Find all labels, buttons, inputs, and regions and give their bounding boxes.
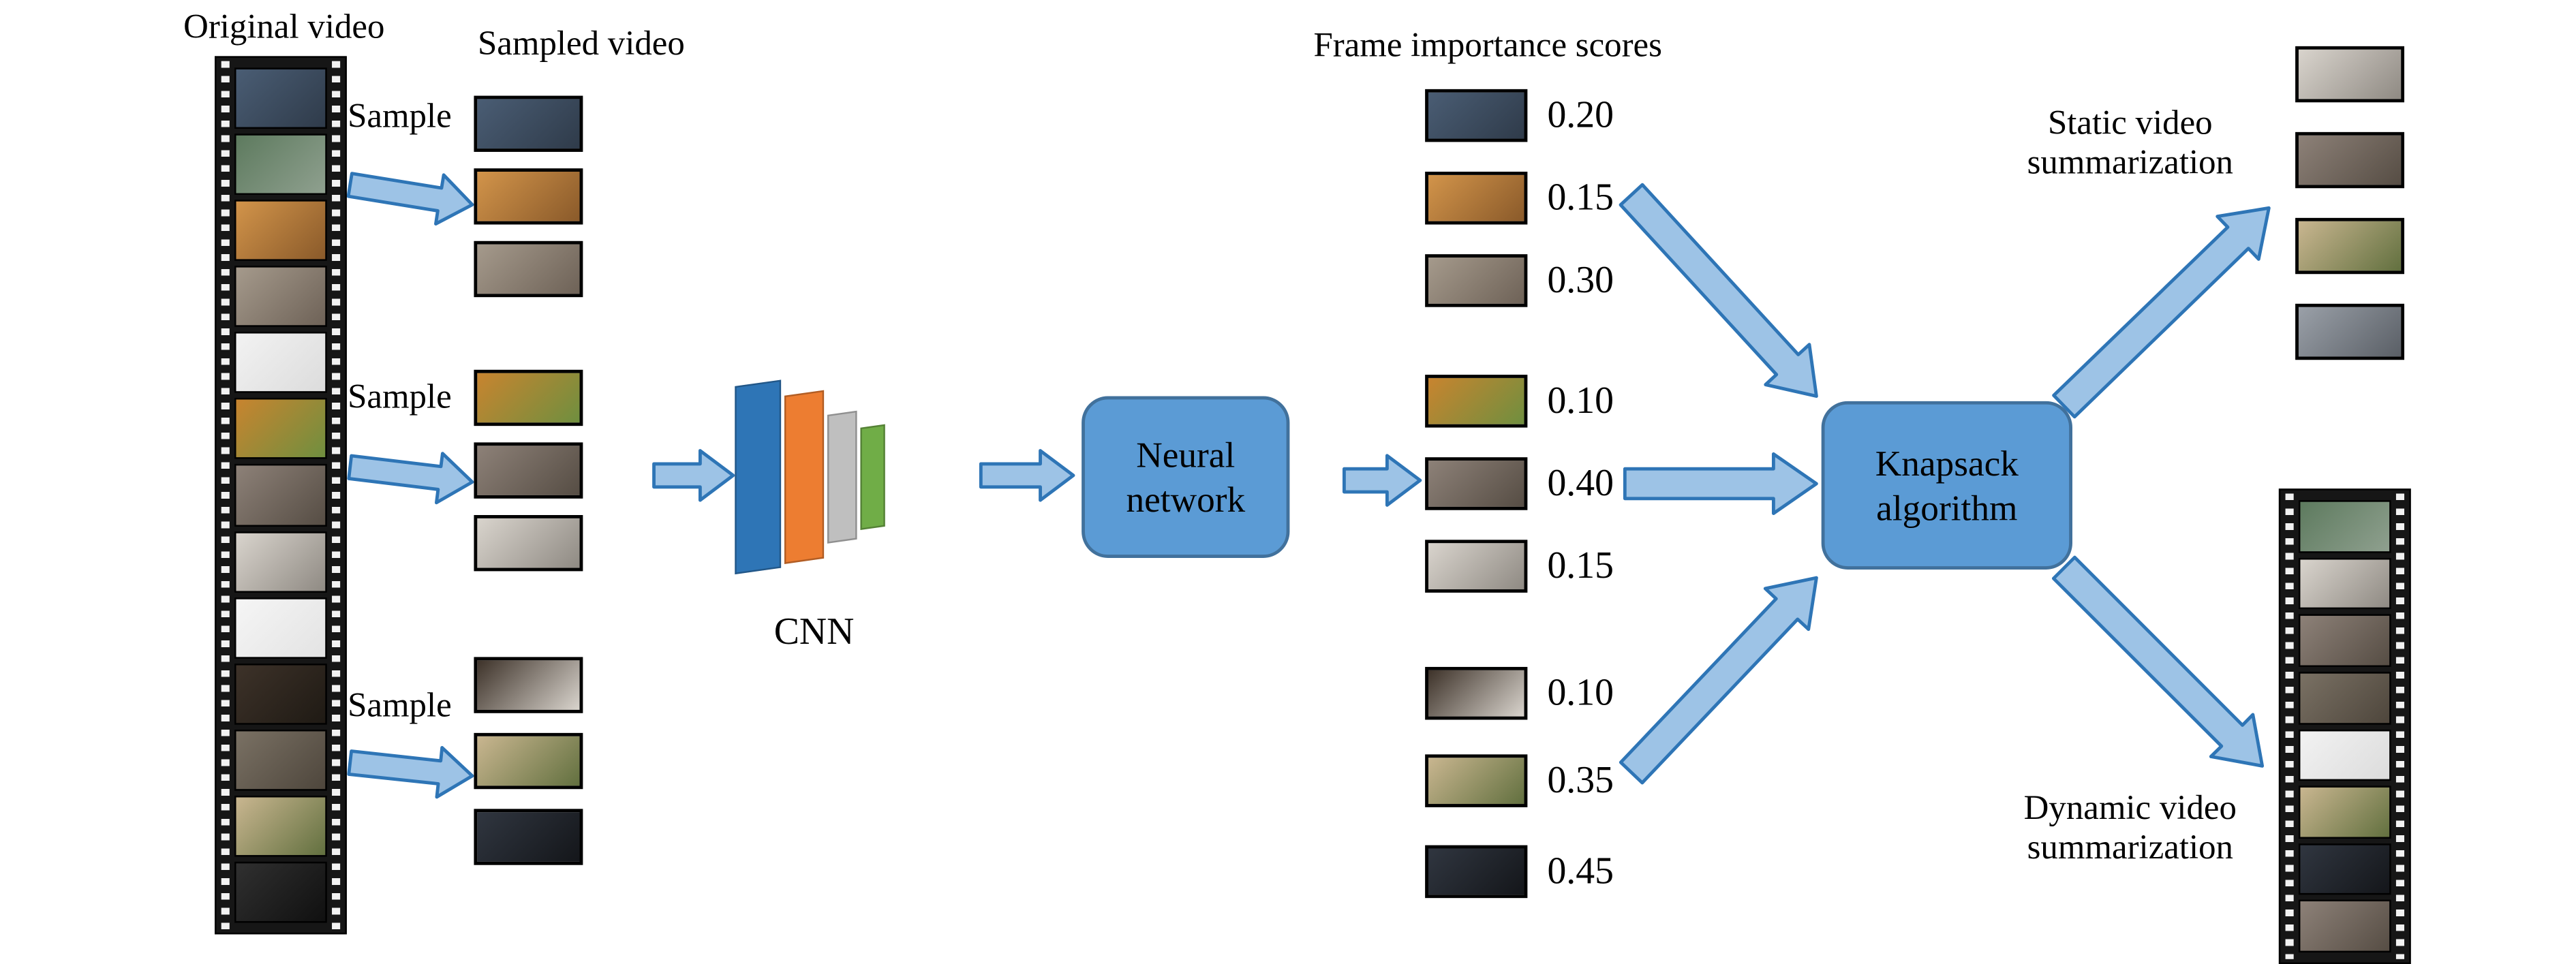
importance-score: 0.30 (1547, 259, 1614, 301)
static-summary-frames (2295, 46, 2405, 360)
video-frame (474, 442, 583, 499)
video-frame (2298, 900, 2391, 953)
importance-score: 0.40 (1547, 462, 1614, 504)
video-frame (1425, 845, 1528, 899)
flow-arrow (652, 449, 735, 502)
score-row: 0.45 (1425, 845, 1614, 899)
video-frame (1425, 754, 1528, 807)
video-frame (1425, 375, 1528, 428)
score-row: 0.15 (1425, 172, 1614, 225)
video-frame (474, 515, 583, 572)
video-frame (1425, 254, 1528, 307)
score-row: 0.20 (1425, 89, 1614, 142)
neural-network-box: Neural network (1082, 396, 1290, 559)
cnn-label: CNN (773, 610, 855, 653)
video-frame (1425, 89, 1528, 142)
video-frame (2298, 500, 2391, 553)
knapsack-algorithm-box: Knapsack algorithm (1821, 401, 2072, 570)
video-frame (2298, 728, 2391, 781)
video-frame (234, 266, 327, 328)
video-frame (234, 465, 327, 526)
cnn-layer-2 (784, 390, 825, 564)
importance-score: 0.15 (1547, 176, 1614, 218)
cnn-layer-4 (860, 424, 885, 530)
score-row: 0.35 (1425, 754, 1614, 807)
sample-label-1: Sample (348, 95, 452, 136)
score-row: 0.15 (1425, 540, 1614, 593)
video-frame (474, 732, 583, 790)
original-video-filmstrip (215, 56, 347, 935)
score-row: 0.10 (1425, 666, 1614, 720)
flow-arrow (1623, 452, 1818, 516)
static-summary-label: Static video summarization (2027, 102, 2234, 182)
video-frame (2298, 671, 2391, 724)
importance-score: 0.20 (1547, 94, 1614, 136)
video-frame (1425, 540, 1528, 593)
video-frame (2295, 303, 2405, 360)
score-row: 0.10 (1425, 375, 1614, 428)
video-frame (474, 809, 583, 865)
cnn-layer-1 (735, 379, 782, 575)
flow-arrow (2051, 555, 2265, 768)
dynamic-summary-filmstrip (2278, 488, 2411, 964)
video-frame (234, 67, 327, 129)
sampled-group-2 (474, 369, 583, 572)
video-frame (234, 398, 327, 460)
video-frame (2295, 131, 2405, 189)
importance-score: 0.15 (1547, 544, 1614, 587)
video-frame (1425, 666, 1528, 720)
flow-arrow (346, 172, 474, 226)
video-frame (234, 134, 327, 196)
video-frame (234, 200, 327, 262)
video-frame (474, 240, 583, 298)
importance-score: 0.45 (1547, 850, 1614, 892)
flow-arrow (347, 452, 474, 505)
score-row: 0.40 (1425, 457, 1614, 510)
flow-arrow (1342, 454, 1422, 507)
cnn-layer-3 (827, 410, 857, 544)
dynamic-summary-label: Dynamic video summarization (2023, 787, 2237, 867)
importance-score: 0.10 (1547, 672, 1614, 713)
video-frame (2298, 786, 2391, 839)
sampled-video-label: Sampled video (477, 22, 685, 63)
flow-arrow (1619, 183, 1818, 398)
video-frame (234, 663, 327, 725)
score-row: 0.30 (1425, 254, 1614, 307)
flow-arrow (979, 449, 1075, 502)
video-frame (234, 729, 327, 791)
importance-score: 0.35 (1547, 759, 1614, 801)
video-frame (234, 332, 327, 394)
cnn-layers (735, 379, 900, 581)
video-frame (2295, 46, 2405, 103)
frame-scores-title: Frame importance scores (1313, 25, 1662, 65)
video-frame (474, 168, 583, 225)
sample-label-3: Sample (348, 685, 452, 725)
video-frame (234, 795, 327, 857)
sample-label-2: Sample (348, 376, 452, 416)
flow-arrow (2052, 206, 2271, 419)
video-frame (2298, 843, 2391, 896)
video-frame (1425, 457, 1528, 510)
video-frame (2298, 614, 2391, 667)
video-frame (1425, 172, 1528, 225)
video-frame (234, 597, 327, 659)
video-frame (234, 531, 327, 592)
video-frame (474, 369, 583, 426)
video-frame (234, 861, 327, 923)
video-frame (474, 95, 583, 152)
flow-arrow (347, 745, 474, 799)
sampled-group-1 (474, 95, 583, 298)
video-frame (2298, 557, 2391, 610)
original-video-label: Original video (183, 6, 385, 46)
importance-score: 0.10 (1547, 379, 1614, 421)
sampled-group-3 (474, 657, 583, 865)
video-frame (2295, 217, 2405, 275)
video-frame (474, 657, 583, 713)
flow-arrow (1619, 576, 1818, 785)
